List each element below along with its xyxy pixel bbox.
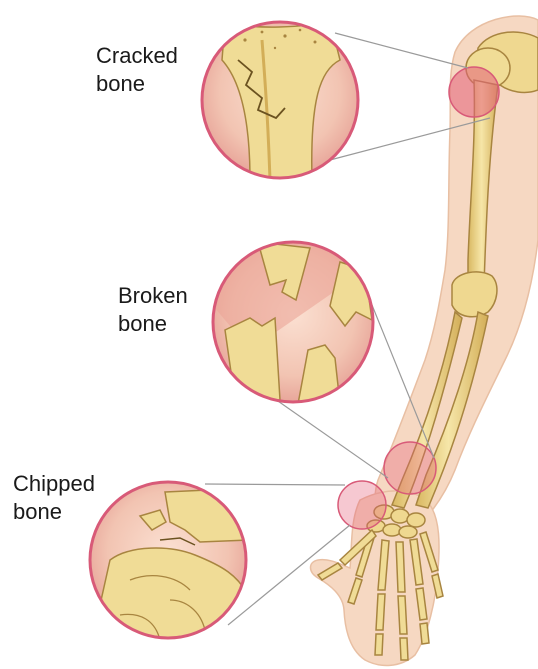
broken-bone-label-line2: bone: [118, 310, 188, 338]
cracked-bone-label: Cracked bone: [96, 42, 178, 98]
broken-bone-inset: [200, 200, 380, 404]
chipped-bone-label-line1: Chipped: [13, 470, 95, 498]
cracked-site-highlight: [449, 67, 499, 117]
broken-bone-label: Broken bone: [118, 282, 188, 338]
chipped-bone-label-line2: bone: [13, 498, 95, 526]
broken-site-highlight: [384, 442, 436, 494]
cracked-bone-label-line2: bone: [96, 70, 178, 98]
cracked-bone-label-line1: Cracked: [96, 42, 178, 70]
chipped-bone-label: Chipped bone: [13, 470, 95, 526]
cracked-bone-inset: [202, 20, 358, 180]
chipped-site-highlight: [338, 481, 386, 529]
chipped-bone-inset: [90, 482, 250, 650]
broken-bone-label-line1: Broken: [118, 282, 188, 310]
